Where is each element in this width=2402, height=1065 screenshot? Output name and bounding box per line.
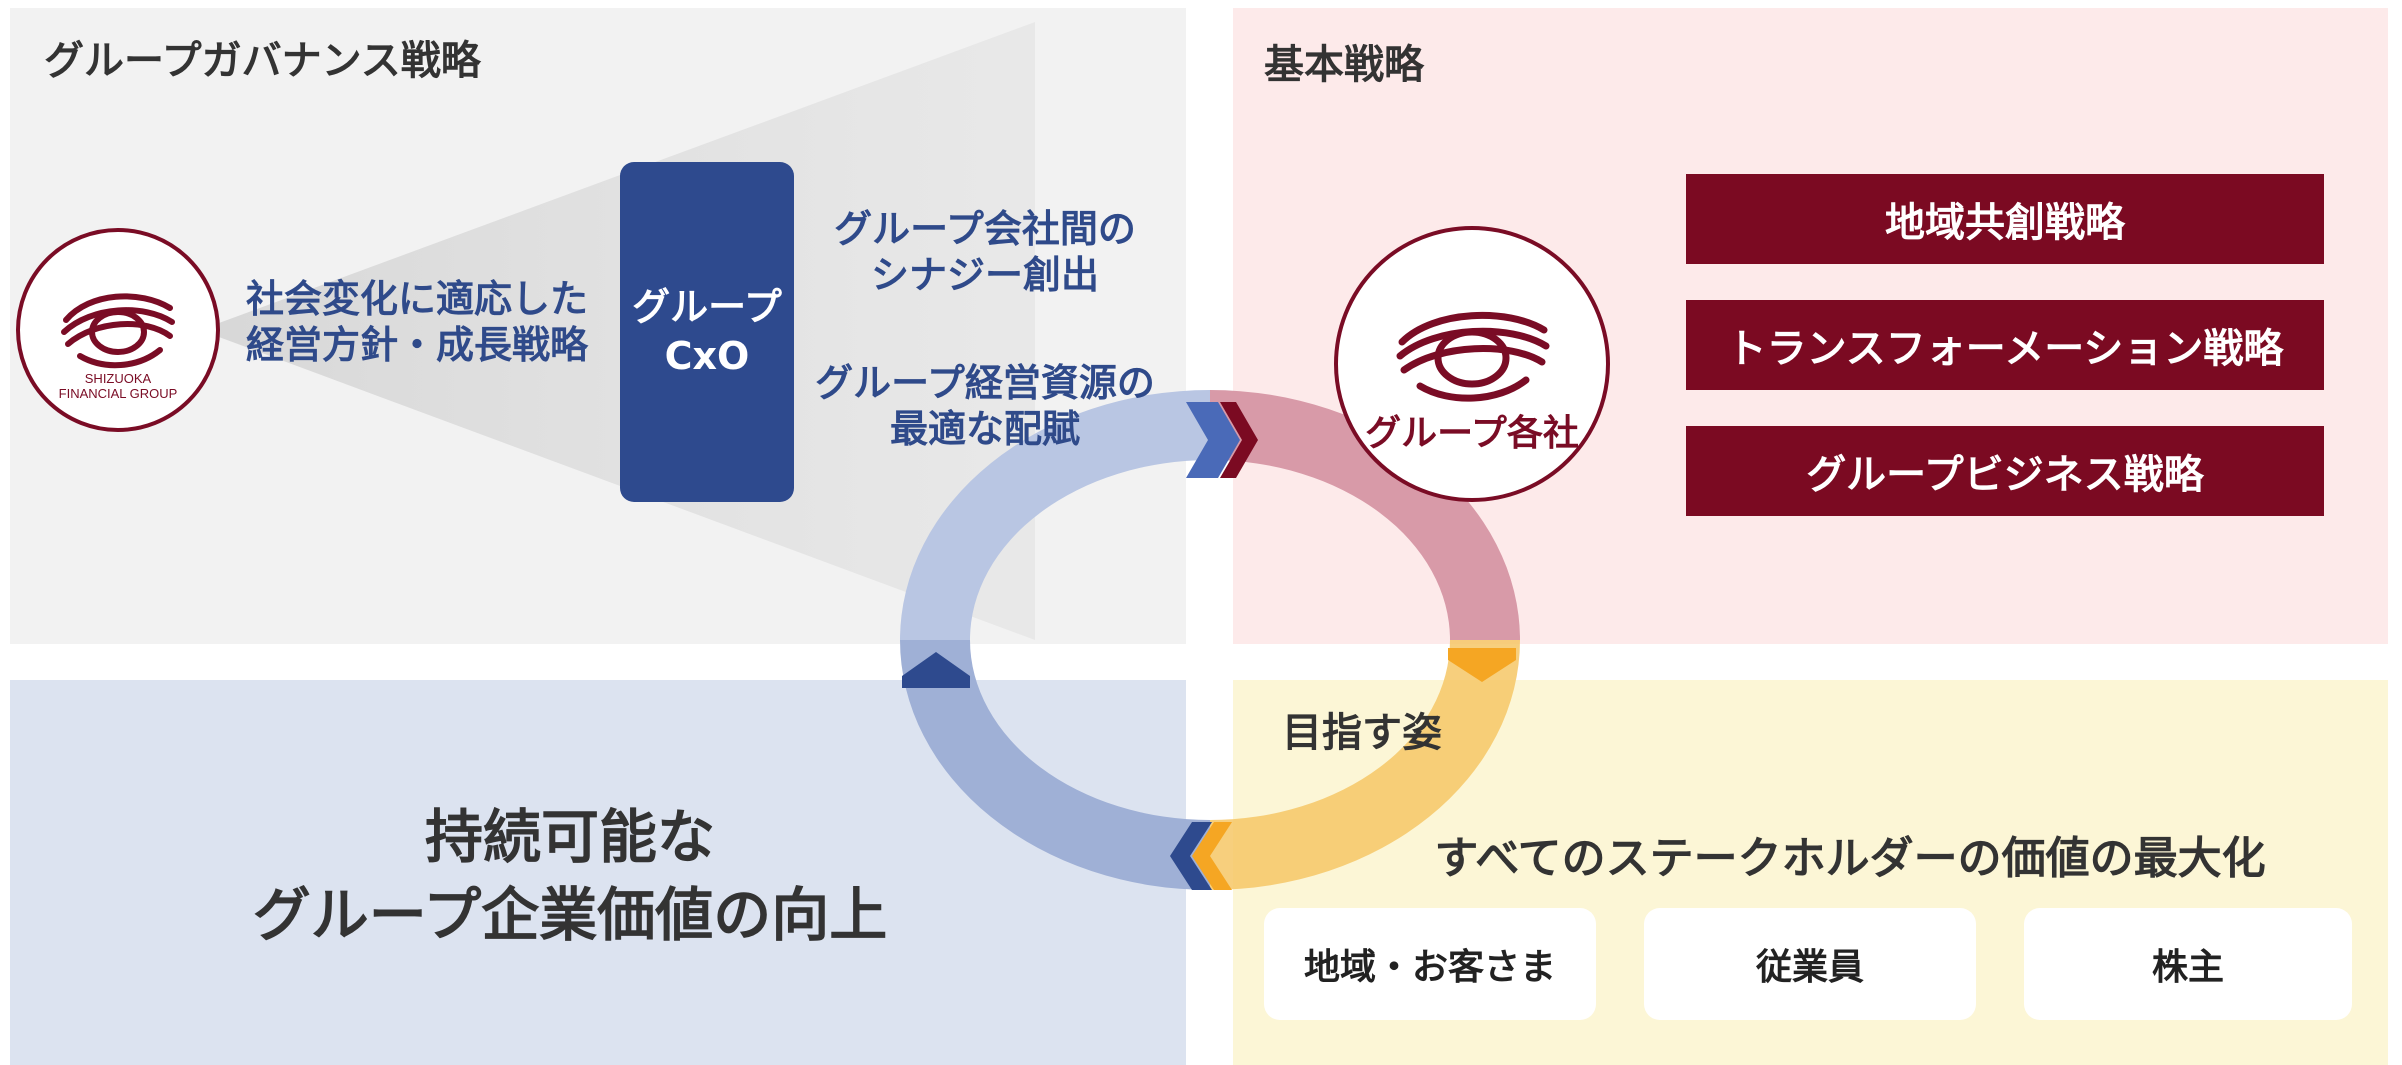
resource-line2: 最適な配賦 bbox=[889, 407, 1080, 452]
synergy-line1: グループ会社間の bbox=[834, 207, 1136, 251]
goal-title: 目指す姿 bbox=[1282, 710, 1442, 756]
logo-text-line1: SHIZUOKA bbox=[84, 371, 152, 386]
governance-title: グループガバナンス戦略 bbox=[44, 38, 481, 84]
stakeholder-card-community: 地域・お客さま bbox=[1264, 908, 1596, 1020]
sfg-logo-label: SHIZUOKA FINANCIAL GROUP bbox=[20, 371, 216, 402]
group-companies-label: グループ各社 bbox=[1365, 413, 1579, 454]
group-logo-icon bbox=[1396, 311, 1550, 402]
cxo-line1: グループ bbox=[632, 284, 782, 329]
group-cxo-box: グループ CxO bbox=[620, 162, 794, 502]
ring-segment-top-right bbox=[1210, 390, 1520, 640]
sustainable-value-text: 持続可能な グループ企業価値の向上 bbox=[220, 798, 920, 955]
synergy-text: グループ会社間の シナジー創出 bbox=[800, 206, 1170, 299]
strategy-bar-transformation: トランスフォーメーション戦略 bbox=[1686, 300, 2324, 390]
arrow-head-bottom-navy bbox=[1170, 822, 1212, 890]
basic-strategy-title: 基本戦略 bbox=[1264, 42, 1424, 88]
arrow-head-left bbox=[902, 652, 970, 688]
arrow-head-right bbox=[1448, 648, 1516, 682]
spotlight-cone bbox=[200, 22, 1035, 640]
group-companies-circle: グループ各社 bbox=[1334, 226, 1610, 502]
policy-text: 社会変化に適応した 経営方針・成長戦略 bbox=[222, 276, 612, 369]
stakeholder-card-employees: 従業員 bbox=[1644, 908, 1976, 1020]
arrow-head-top-maroon bbox=[1220, 402, 1258, 478]
synergy-line2: シナジー創出 bbox=[870, 253, 1099, 298]
sustainable-line1: 持続可能な bbox=[424, 803, 715, 871]
ring-segment-top-left bbox=[900, 390, 1210, 640]
ring-segment-bottom-right bbox=[1210, 640, 1520, 890]
sfg-logo: SHIZUOKA FINANCIAL GROUP bbox=[16, 228, 220, 432]
resource-line1: グループ経営資源の bbox=[815, 361, 1155, 405]
policy-line1: 社会変化に適応した bbox=[245, 277, 588, 321]
strategy-bar-regional: 地域共創戦略 bbox=[1686, 174, 2324, 264]
strategy-bar-group-business: グループビジネス戦略 bbox=[1686, 426, 2324, 516]
resource-text: グループ経営資源の 最適な配賦 bbox=[800, 360, 1170, 453]
arrow-head-top bbox=[1186, 402, 1240, 478]
logo-text-line2: FINANCIAL GROUP bbox=[58, 385, 178, 401]
stakeholder-card-shareholders: 株主 bbox=[2024, 908, 2352, 1020]
cxo-line2: CxO bbox=[664, 334, 750, 378]
ring-segment-bottom-left bbox=[900, 640, 1210, 890]
goal-subtitle: すべてのステークホルダーの価値の最大化 bbox=[1434, 833, 2266, 884]
sfg-logo-icon bbox=[61, 293, 175, 369]
policy-line2: 経営方針・成長戦略 bbox=[245, 323, 588, 368]
arrow-head-bottom bbox=[1192, 822, 1232, 890]
sustainable-line2: グループ企業価値の向上 bbox=[252, 881, 888, 950]
